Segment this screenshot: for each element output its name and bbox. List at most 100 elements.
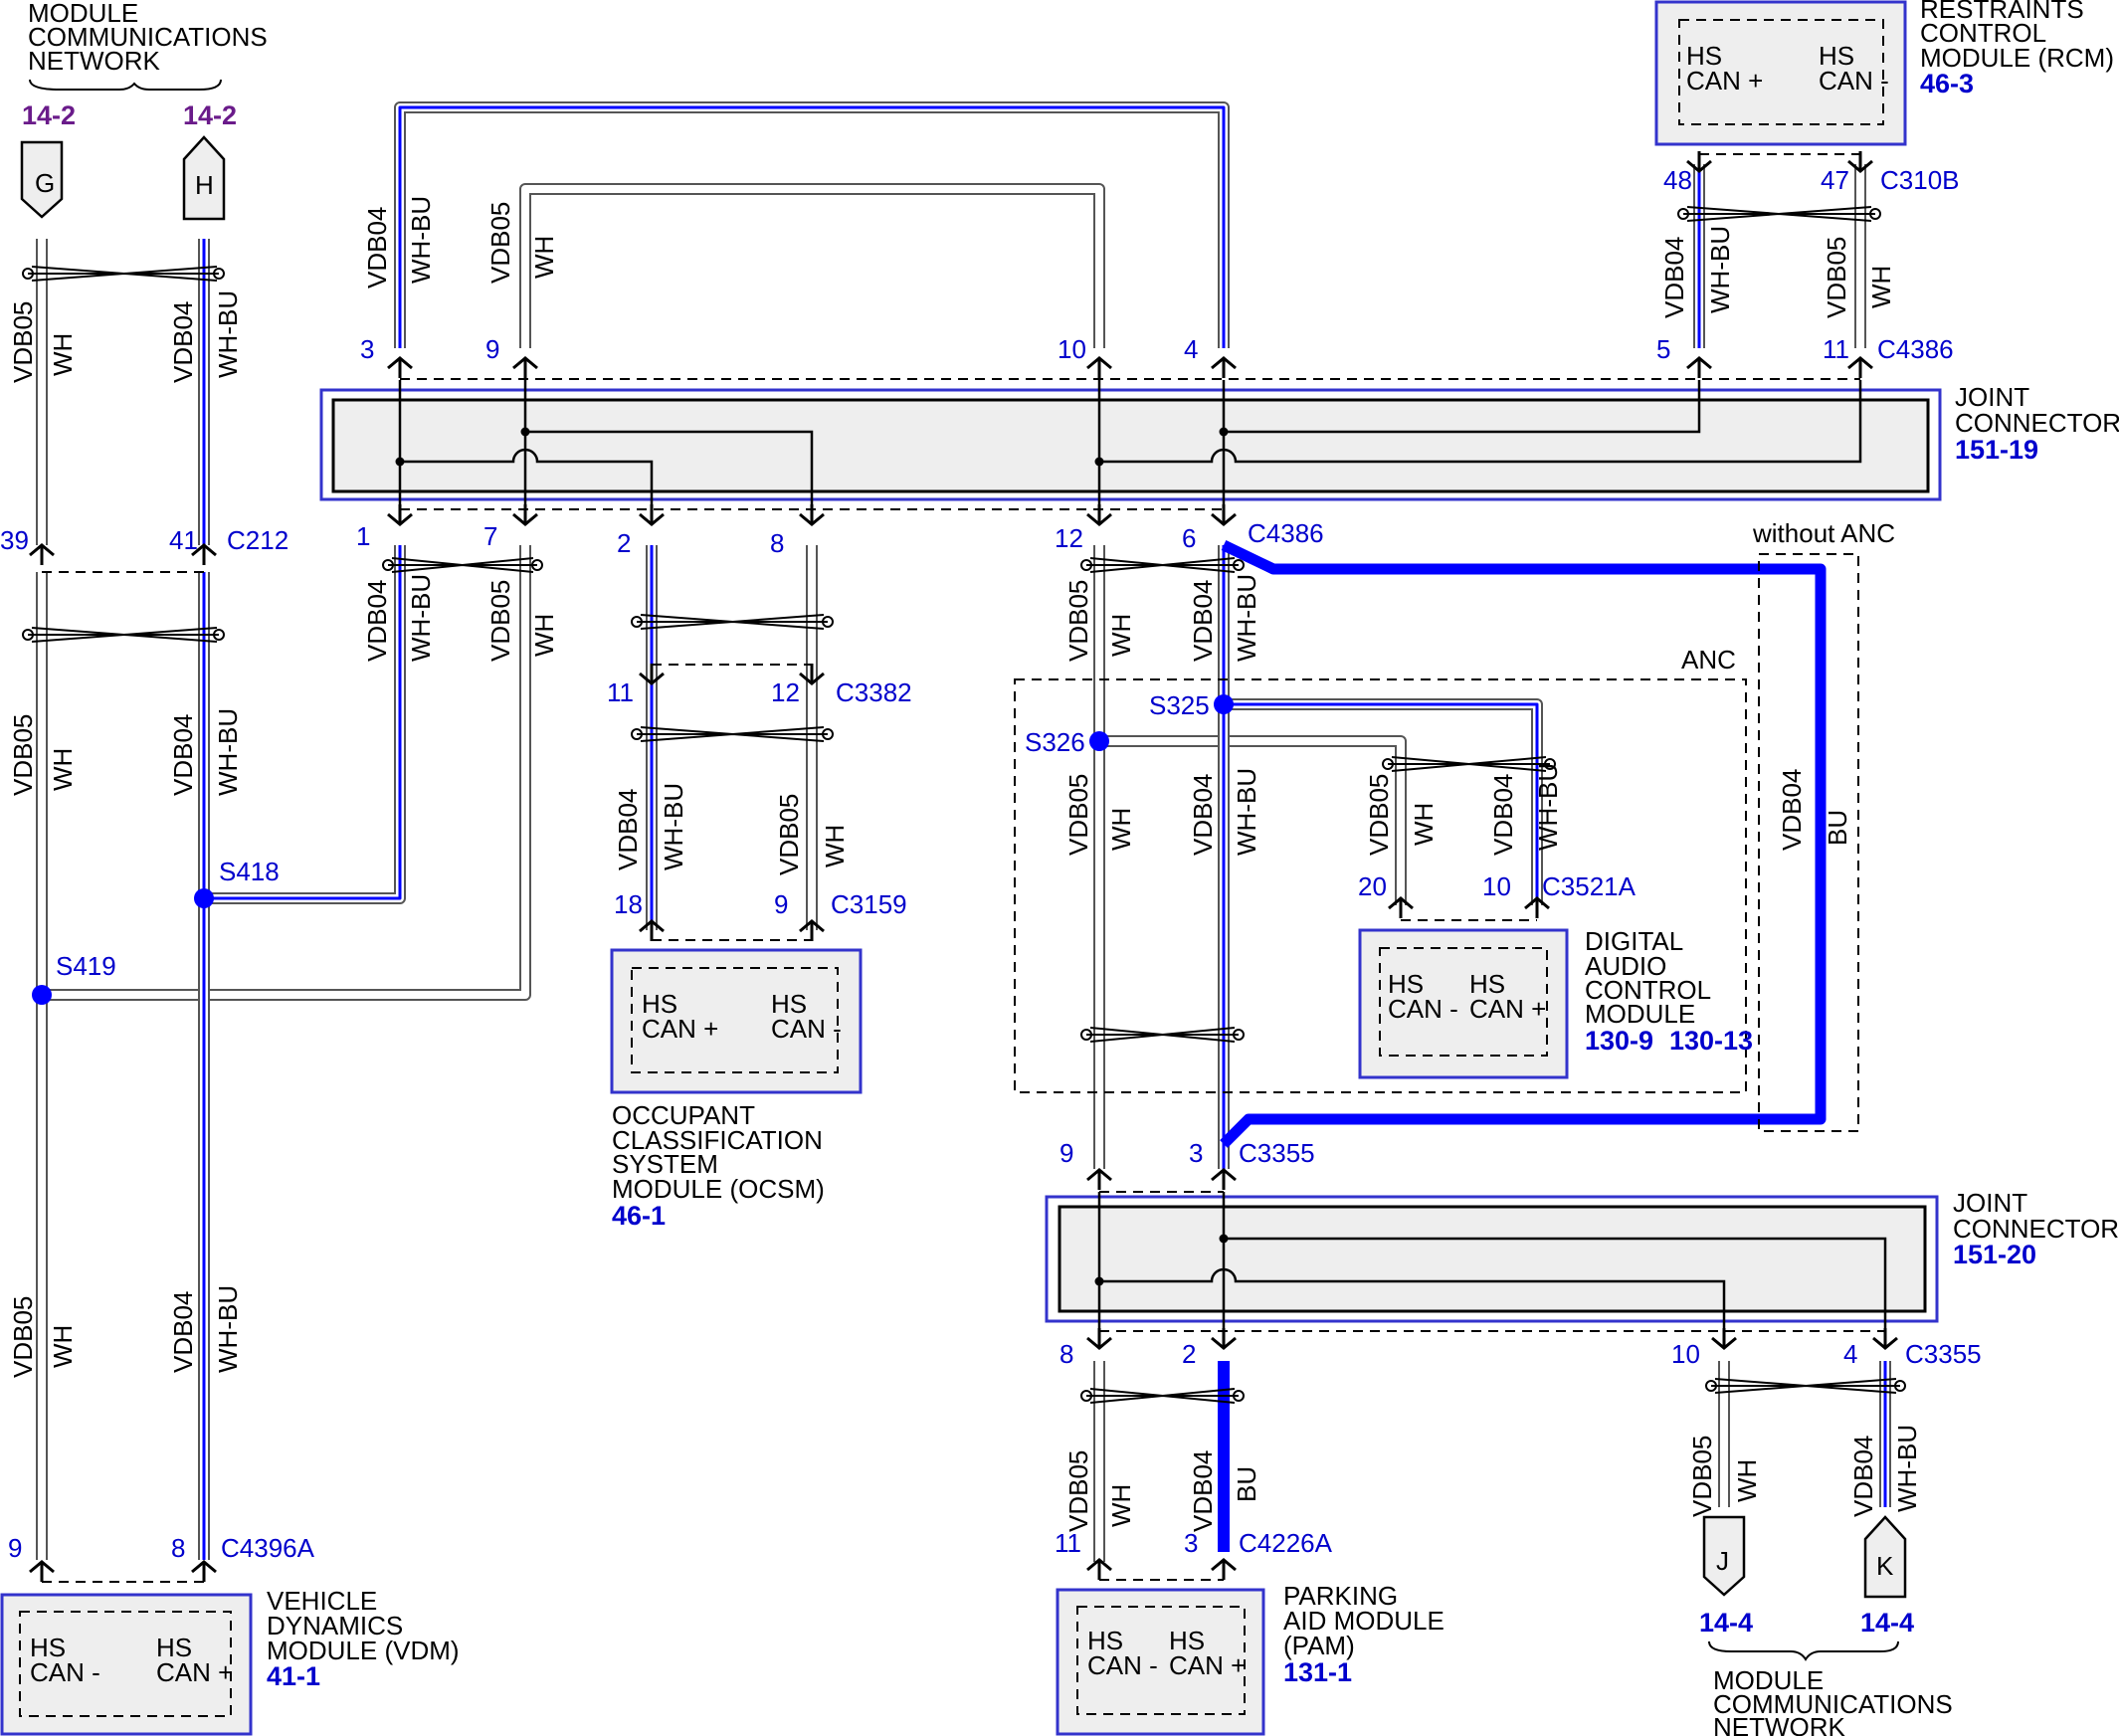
- ref-h[interactable]: 14-2: [183, 100, 237, 130]
- pin-10-c3521a: 10: [1482, 871, 1511, 901]
- connector-c212[interactable]: C212: [227, 525, 289, 555]
- vdm-name-2: DYNAMICS: [267, 1611, 403, 1640]
- connector-c4396a[interactable]: C4396A: [221, 1533, 315, 1563]
- ocsm-name-4: MODULE (OCSM): [612, 1174, 825, 1204]
- module-rcm[interactable]: HS CAN + HS CAN - RESTRAINTS CONTROL MOD…: [1654, 0, 2114, 146]
- rcm-pin-a-l2: CAN +: [1686, 66, 1763, 96]
- whbuwires-layer: [202, 105, 1887, 1560]
- jc6-name-1: JOINT: [1955, 382, 2029, 412]
- ref-j[interactable]: 14-4: [1699, 1608, 1753, 1638]
- label-vdb05: VDB05: [1063, 1450, 1093, 1532]
- jc2-ref[interactable]: 151-20: [1953, 1240, 2036, 1269]
- label-wh: WH: [1106, 614, 1136, 657]
- pin-3-c3355: 3: [1189, 1138, 1203, 1168]
- dacm-ref-2[interactable]: 130-13: [1669, 1026, 1753, 1056]
- module-pam[interactable]: HS CAN - HS CAN + PARKING AID MODULE (PA…: [1056, 1581, 1445, 1736]
- wires-wh: [36, 164, 1866, 1562]
- dacm-name-3: CONTROL: [1585, 975, 1711, 1005]
- label-whbu: WH-BU: [1232, 768, 1261, 856]
- rcm-ref[interactable]: 46-3: [1920, 69, 1974, 98]
- connector-c3355-top[interactable]: C3355: [1239, 1138, 1315, 1168]
- ref-g[interactable]: 14-2: [22, 100, 76, 130]
- tag-h: H: [195, 170, 214, 200]
- label-vdb05: VDB05: [1364, 774, 1394, 856]
- splice-s325-label: S325: [1149, 690, 1210, 720]
- pin-47: 47: [1821, 165, 1849, 195]
- pin-3-c4226a: 3: [1184, 1528, 1198, 1558]
- anc-label: ANC: [1681, 645, 1736, 675]
- pin-48: 48: [1663, 165, 1692, 195]
- label-wh: WH: [1106, 808, 1136, 851]
- label-whbu: WH-BU: [213, 708, 243, 796]
- pin-11-c3382: 11: [607, 677, 634, 707]
- connector-tag-g: [20, 140, 64, 219]
- dacm-ref-1[interactable]: 130-9: [1585, 1026, 1653, 1056]
- label-vdb04: VDB04: [362, 207, 392, 289]
- network-top-title-3: NETWORK: [28, 46, 161, 76]
- pin-41: 41: [169, 525, 198, 555]
- jc6-name-2: CONNECTOR 6: [1955, 408, 2119, 438]
- connector-tag-h: [182, 135, 226, 221]
- pin-8-c4396a: 8: [171, 1533, 185, 1563]
- splice-s325[interactable]: [1214, 694, 1234, 714]
- label-vdb04: VDB04: [168, 714, 198, 796]
- label-vdb05: VDB05: [8, 301, 38, 383]
- label-whbu: WH-BU: [659, 783, 688, 870]
- label-vdb04: VDB04: [1188, 1450, 1218, 1532]
- dacm-pin-b-l1: HS: [1469, 969, 1505, 999]
- module-vdm[interactable]: HS CAN - HS CAN + VEHICLE DYNAMICS MODUL…: [0, 1586, 460, 1736]
- dacm-pin-a-l1: HS: [1388, 969, 1424, 999]
- pin-11-c4226a: 11: [1055, 1528, 1081, 1558]
- connector-c4226a[interactable]: C4226A: [1239, 1528, 1333, 1558]
- network-bottom-brace: [1708, 1640, 1899, 1661]
- vdm-ref[interactable]: 41-1: [267, 1661, 320, 1691]
- connector-c4386-top[interactable]: C4386: [1877, 334, 1954, 364]
- pam-ref[interactable]: 131-1: [1283, 1657, 1352, 1687]
- connector-c4386-bottom[interactable]: C4386: [1248, 518, 1324, 548]
- twist-markers: [22, 206, 1906, 1404]
- jc6-ref[interactable]: 151-19: [1955, 435, 2038, 465]
- pin-4-jc2: 4: [1843, 1339, 1857, 1369]
- label-whbu: WH-BU: [1232, 574, 1261, 662]
- connector-ids: C212 C310B C4386 C4386 C3382 C3159 C3521…: [221, 165, 1982, 1563]
- connector-c3382[interactable]: C3382: [836, 677, 912, 707]
- pin-1: 1: [356, 521, 370, 551]
- ocsm-ref[interactable]: 46-1: [612, 1201, 666, 1231]
- connector-c3521a[interactable]: C3521A: [1542, 871, 1637, 901]
- tag-g: G: [35, 168, 55, 198]
- splice-s418[interactable]: [194, 888, 214, 908]
- connector-c3355-bottom[interactable]: C3355: [1905, 1339, 1982, 1369]
- whbuwires-layer: [198, 101, 1891, 1560]
- rcm-name-3: MODULE (RCM): [1920, 43, 2114, 73]
- connector-tag-j: [1702, 1515, 1746, 1597]
- network-top-title-1: MODULE: [28, 0, 138, 28]
- pin-8-jc2: 8: [1060, 1339, 1073, 1369]
- label-whbu: WH-BU: [406, 574, 436, 662]
- pin-12-jc6: 12: [1055, 523, 1083, 553]
- ocsm-name-3: SYSTEM: [612, 1149, 718, 1179]
- ocsm-pin-b-l1: HS: [771, 989, 807, 1019]
- label-wh: WH: [48, 333, 78, 376]
- label-wh: WH: [1732, 1459, 1762, 1502]
- connector-c310b[interactable]: C310B: [1880, 165, 1960, 195]
- splice-s419[interactable]: [32, 985, 52, 1005]
- label-wh: WH: [48, 1325, 78, 1368]
- pin-12-c3382: 12: [771, 677, 800, 707]
- jc2-name-1: JOINT: [1953, 1188, 2027, 1218]
- splice-s326[interactable]: [1089, 731, 1109, 751]
- network-bottom: J K 14-4 14-4 MODULE COMMUNICATIONS NETW…: [1699, 1515, 1953, 1736]
- module-dacm[interactable]: HS CAN - HS CAN + DIGITAL AUDIO CONTROL …: [1358, 926, 1753, 1079]
- label-vdb05: VDB05: [1822, 237, 1851, 318]
- label-wh: WH: [1866, 266, 1896, 308]
- rcm-pin-b-l2: CAN -: [1819, 66, 1889, 96]
- network-bottom-title-2: COMMUNICATIONS: [1713, 1689, 1953, 1719]
- label-vdb05: VDB05: [1063, 774, 1093, 856]
- joint-connector-2[interactable]: JOINT CONNECTOR 2 151-20: [1045, 1188, 2119, 1331]
- joint-connector-6[interactable]: JOINT CONNECTOR 6 151-19: [319, 380, 2119, 509]
- connector-c3159[interactable]: C3159: [831, 889, 907, 919]
- ref-k[interactable]: 14-4: [1860, 1608, 1914, 1638]
- label-vdb05: VDB05: [1687, 1436, 1717, 1517]
- label-vdb04: VDB04: [362, 580, 392, 662]
- module-ocsm[interactable]: HS CAN + HS CAN - OCCUPANT CLASSIFICATIO…: [610, 948, 863, 1231]
- label-vdb04: VDB04: [1188, 774, 1218, 856]
